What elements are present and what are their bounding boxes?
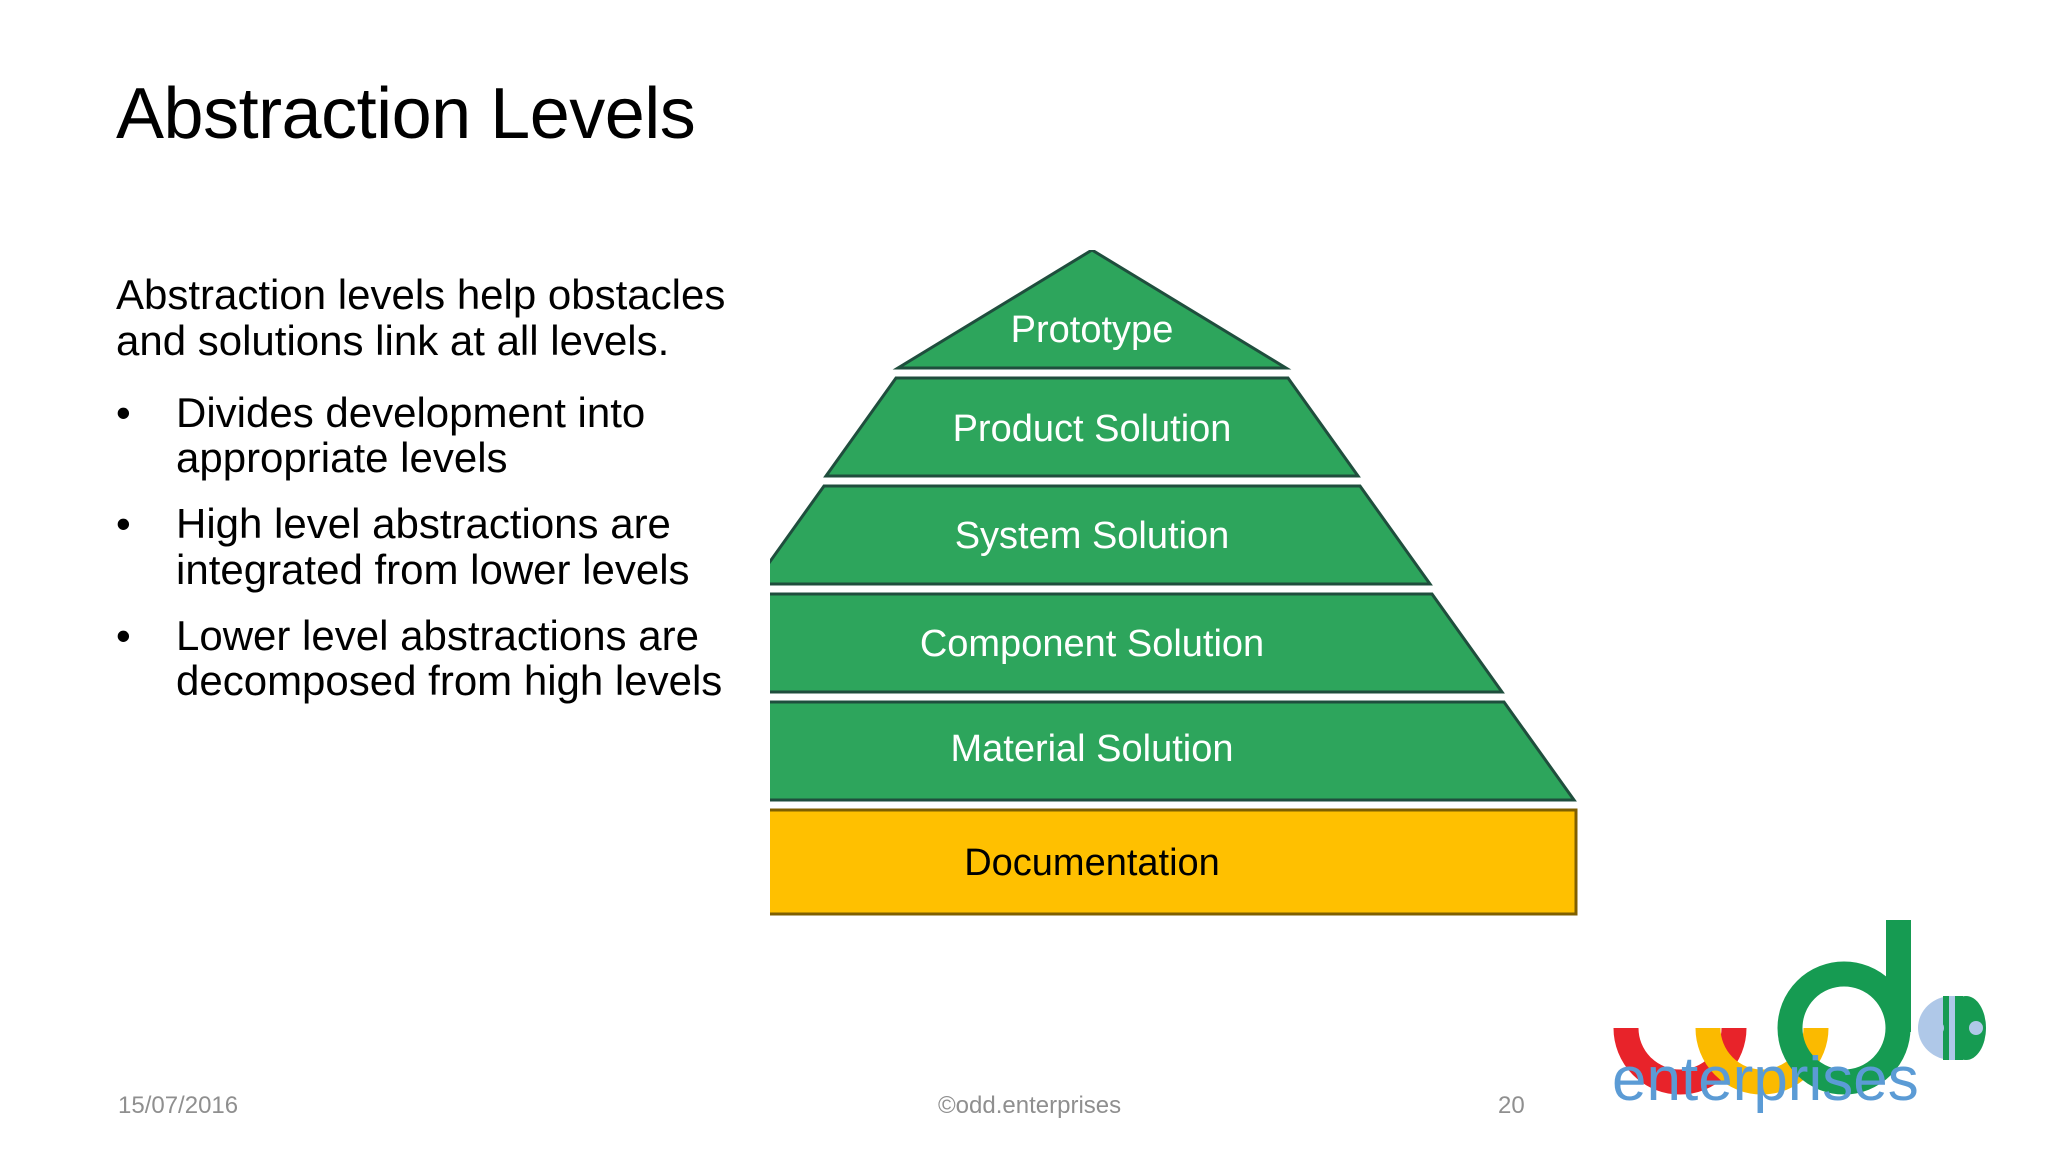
body-content: Abstraction levels help obstacles and so… xyxy=(116,272,786,724)
logo-dot-core-right-icon xyxy=(1946,996,1986,1060)
page-title: Abstraction Levels xyxy=(116,74,696,154)
logo-arc-yellow-icon xyxy=(1695,1027,1829,1095)
bullet-point-icon: • xyxy=(116,388,131,436)
list-item: • Divides development into appropriate l… xyxy=(116,388,786,482)
pyramid-level-label: Component Solution xyxy=(920,623,1264,665)
footer-copyright: ©odd.enterprises xyxy=(938,1092,1122,1119)
pyramid-level-material-solution: Material Solution xyxy=(770,700,1577,802)
logo-dot-divider-icon xyxy=(1949,996,1955,1060)
bullet-point-icon: • xyxy=(116,611,131,659)
pyramid-level-documentation: Documentation xyxy=(770,808,1578,916)
logo-letter-d-stem-icon xyxy=(1777,961,1911,1029)
pyramid-level-system-solution: System Solution xyxy=(770,484,1433,586)
pyramid-level-shape xyxy=(770,700,1577,802)
bullet-list: • Divides development into appropriate l… xyxy=(116,388,786,705)
footer-date: 15/07/2016 xyxy=(118,1092,239,1119)
pyramid-level-label: System Solution xyxy=(955,515,1230,557)
pyramid-level-shape xyxy=(892,250,1292,370)
pyramid-level-component-solution: Component Solution xyxy=(770,592,1505,694)
pyramid-level-product-solution: Product Solution xyxy=(823,376,1361,478)
logo-arc-red-icon xyxy=(1613,1027,1747,1095)
logo-wordmark: enterprises xyxy=(1612,1045,1919,1114)
pyramid-level-label: Prototype xyxy=(1011,309,1174,351)
pyramid-level-label: Documentation xyxy=(964,842,1220,884)
logo-dot-notch-left-icon xyxy=(1930,1021,1944,1035)
slide-page-number: 20 xyxy=(1498,1092,1525,1119)
bullet-point-icon: • xyxy=(116,500,131,548)
logo-ascender-stem-icon xyxy=(1886,920,1911,1032)
odd-enterprises-logo: enterprises xyxy=(1604,912,2024,1122)
logo-letter-d-green-icon xyxy=(1777,1027,1911,1095)
pyramid-level-label: Product Solution xyxy=(953,408,1232,450)
list-item-label: Divides development into appropriate lev… xyxy=(176,388,646,482)
pyramid-level-prototype: Prototype xyxy=(892,250,1292,370)
list-item: • Lower level abstractions are decompose… xyxy=(116,611,786,705)
pyramid-level-label: Material Solution xyxy=(950,728,1233,770)
list-item-label: Lower level abstractions are decomposed … xyxy=(176,611,723,705)
list-item: • High level abstractions are integrated… xyxy=(116,501,786,593)
abstraction-levels-pyramid: Prototype Product Solution System Soluti… xyxy=(770,250,1870,1010)
list-item-label: High level abstractions are integrated f… xyxy=(176,500,690,593)
pyramid-level-shape xyxy=(770,484,1433,586)
pyramid-level-shape xyxy=(770,592,1505,694)
pyramid-level-shape xyxy=(823,376,1361,478)
logo-dot-notch-right-icon xyxy=(1969,1021,1983,1035)
intro-paragraph: Abstraction levels help obstacles and so… xyxy=(116,271,726,364)
pyramid-level-shape xyxy=(770,808,1578,916)
